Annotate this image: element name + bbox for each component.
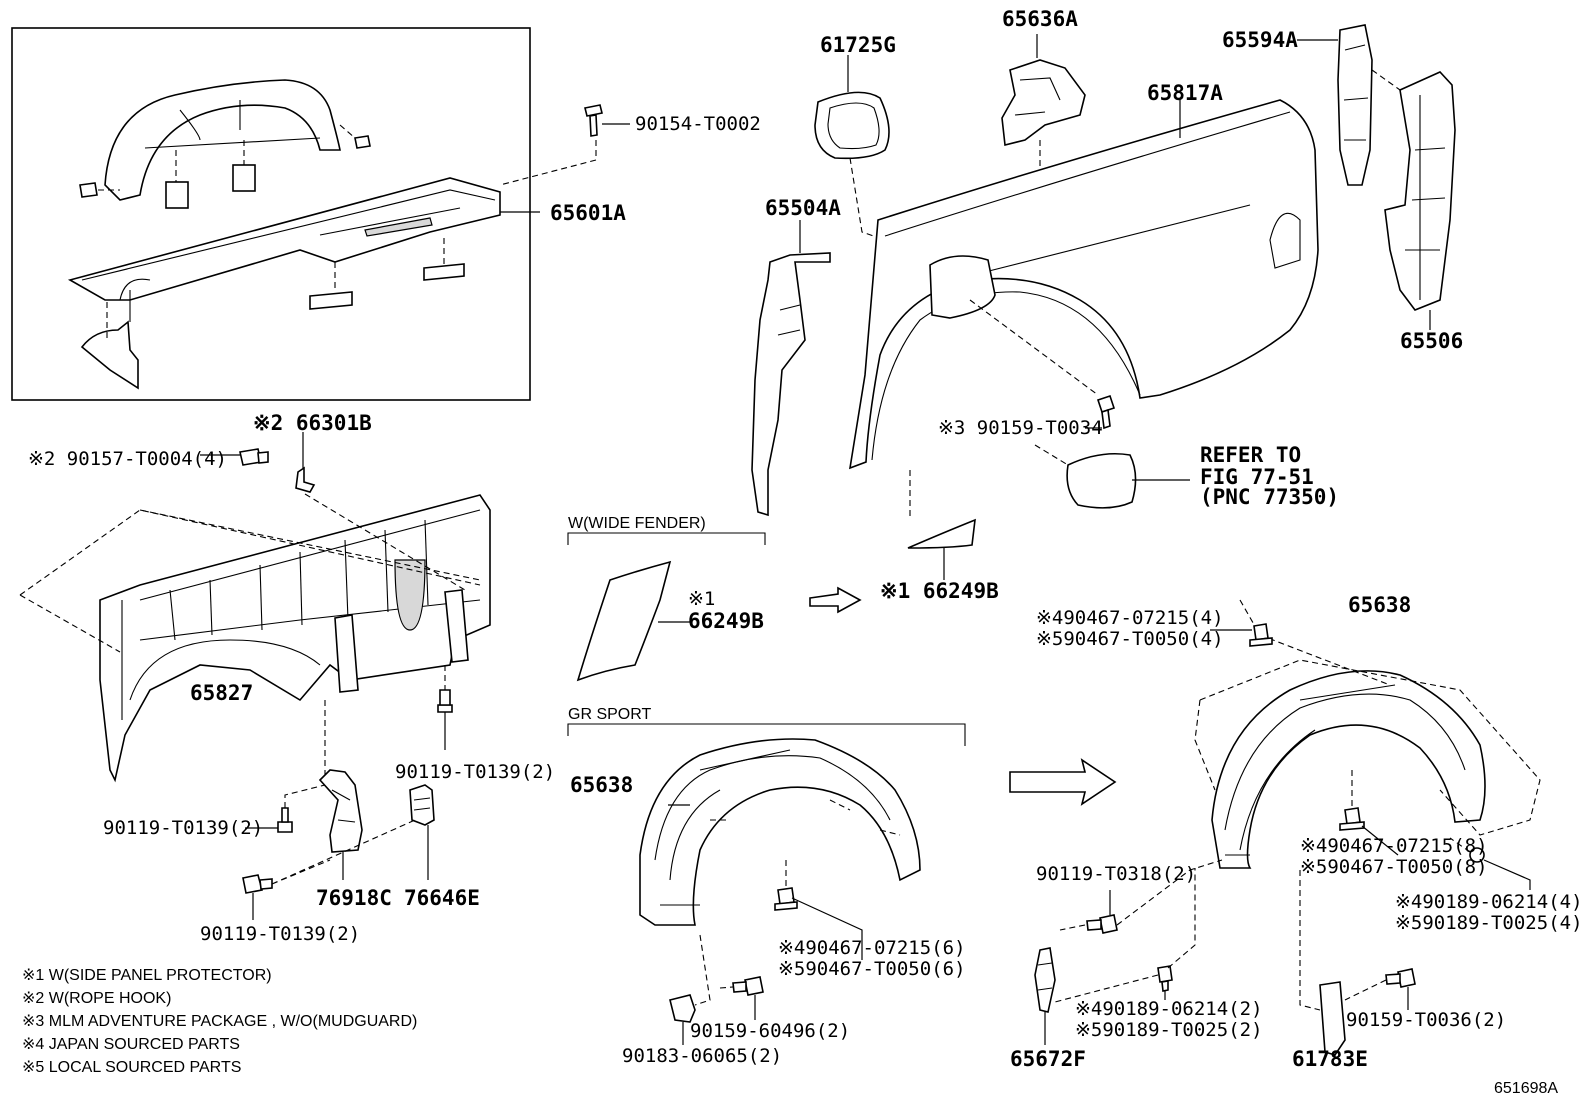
clip-90183-drawing	[669, 934, 711, 1045]
note-4: ※4 JAPAN SOURCED PARTS	[22, 1036, 240, 1053]
note-2: ※2 W(ROPE HOOK)	[22, 990, 171, 1007]
panel-65506-drawing	[1384, 71, 1456, 330]
bracket-65672F-drawing	[1034, 947, 1056, 1045]
liner-65827-drawing	[99, 494, 491, 783]
label-66249B-wide-mark: ※1	[688, 588, 715, 610]
label-65827: 65827	[190, 681, 253, 705]
label-90467-6-local: ※590467-T0050(6)	[778, 958, 966, 980]
label-65601A: 65601A	[550, 201, 626, 225]
label-65817A: 65817A	[1147, 81, 1223, 105]
bolt-90159-60496-drawing	[719, 976, 764, 1020]
screw-90189-4-drawing	[1449, 837, 1531, 890]
label-65504A: 65504A	[765, 196, 841, 220]
dash-65638-outline-left	[1194, 699, 1216, 791]
clip-90119-middle-drawing	[245, 784, 326, 833]
clip-61783E-drawing	[1299, 870, 1346, 1058]
bolt-90159-T0036-drawing	[1344, 968, 1416, 1010]
label-90119-T0139-middle: 90119-T0139(2)	[103, 817, 263, 839]
label-90189-4-japan: ※490189-06214(4)	[1395, 891, 1583, 913]
wheel-house-arch-drawing	[79, 79, 371, 209]
label-90183-06065: 90183-06065(2)	[622, 1045, 782, 1067]
label-90119-T0139-lower: 90119-T0139(2)	[200, 923, 360, 945]
diagram-id: 651698A	[1494, 1080, 1558, 1097]
fuel-filler-housing-drawing	[814, 55, 890, 241]
label-76918C: 76918C	[316, 886, 392, 910]
label-90159-T0034: ※3 90159-T0034	[938, 417, 1103, 439]
label-90119-T0318: 90119-T0318(2)	[1036, 863, 1196, 885]
bracket-76646E-drawing	[409, 784, 435, 880]
label-66249B-wide: 66249B	[688, 609, 764, 633]
label-90189-2-local: ※590189-T0025(2)	[1075, 1019, 1263, 1041]
label-61783E: 61783E	[1292, 1047, 1368, 1071]
protector-wide-drawing	[576, 560, 690, 682]
note-3: ※3 MLM ADVENTURE PACKAGE , W/O(MUDGUARD)	[22, 1013, 417, 1030]
screw-90189-2-drawing	[1054, 868, 1196, 1003]
label-90467-8-local: ※590467-T0050(8)	[1300, 856, 1488, 878]
label-65594A: 65594A	[1222, 28, 1298, 52]
quarter-panel-65817A-drawing	[848, 98, 1319, 520]
label-90157-T0004: ※2 90157-T0004(4)	[28, 448, 227, 470]
label-90467-8-japan: ※490467-07215(8)	[1300, 835, 1488, 857]
label-90189-4-local: ※590189-T0025(4)	[1395, 912, 1583, 934]
refer-line-1: REFER TO	[1200, 443, 1301, 467]
label-90467-6-japan: ※490467-07215(6)	[778, 937, 966, 959]
clip-90467-mid-drawing	[1339, 770, 1399, 856]
bolt-90154-drawing	[499, 104, 630, 186]
label-66249B: ※1 66249B	[880, 579, 999, 603]
refer-line-2: FIG 77-51	[1200, 465, 1314, 489]
note-5: ※5 LOCAL SOURCED PARTS	[22, 1059, 241, 1076]
label-65638-gr: 65638	[570, 773, 633, 797]
bolt-90119-lower-drawing	[242, 819, 416, 920]
rope-hook-drawing	[200, 432, 466, 591]
arrow-right-large	[1009, 758, 1117, 806]
dash-65827-diag	[139, 509, 481, 581]
label-65636A: 65636A	[1002, 7, 1078, 31]
section-gr-sport: GR SPORT	[568, 706, 652, 723]
clip-90467-gr-drawing	[774, 860, 863, 960]
liner-65638-gr-drawing	[639, 738, 921, 926]
label-90189-2-japan: ※490189-06214(2)	[1075, 998, 1263, 1020]
wide-fender-bracket	[567, 532, 766, 545]
label-90159-T0036: 90159-T0036(2)	[1346, 1009, 1506, 1031]
label-90159-60496: 90159-60496(2)	[690, 1020, 850, 1042]
label-90119-T0139-right: 90119-T0139(2)	[395, 761, 555, 783]
panel-65594A-drawing	[1297, 24, 1401, 186]
bracket-76918C-drawing	[318, 700, 363, 880]
label-65506: 65506	[1400, 329, 1463, 353]
dash-65638-outline-right	[1199, 659, 1541, 836]
arrow-right-small	[809, 586, 862, 614]
clip-90467-top-drawing	[1210, 623, 1273, 647]
section-wide-fender: W(WIDE FENDER)	[568, 515, 706, 532]
label-66301B: ※2 66301B	[253, 411, 372, 435]
label-90467-4-japan: ※490467-07215(4)	[1036, 607, 1224, 629]
label-65638: 65638	[1348, 593, 1411, 617]
fuel-door-drawing	[1034, 444, 1190, 509]
label-90154-T0002: 90154-T0002	[635, 113, 761, 135]
label-90467-4-local: ※590467-T0050(4)	[1036, 628, 1224, 650]
liner-65638-drawing	[1211, 670, 1486, 869]
label-65672F: 65672F	[1010, 1047, 1086, 1071]
inner-assembly-box	[11, 27, 531, 401]
label-61725G: 61725G	[820, 33, 896, 57]
bolt-90159-T0034-drawing	[1085, 394, 1116, 430]
gr-sport-bracket	[567, 723, 966, 746]
pillar-65504A-drawing	[751, 220, 831, 517]
dash-65827-outline	[19, 509, 481, 653]
refer-line-3: (PNC 77350)	[1200, 485, 1339, 509]
bolt-90119-T0318-drawing	[1059, 859, 1223, 934]
side-liner-panel-drawing	[67, 177, 501, 390]
label-76646E: 76646E	[404, 886, 480, 910]
clip-90119-right-drawing	[437, 665, 453, 750]
protector-66249B-drawing	[907, 518, 976, 580]
note-1: ※1 W(SIDE PANEL PROTECTOR)	[22, 967, 272, 984]
